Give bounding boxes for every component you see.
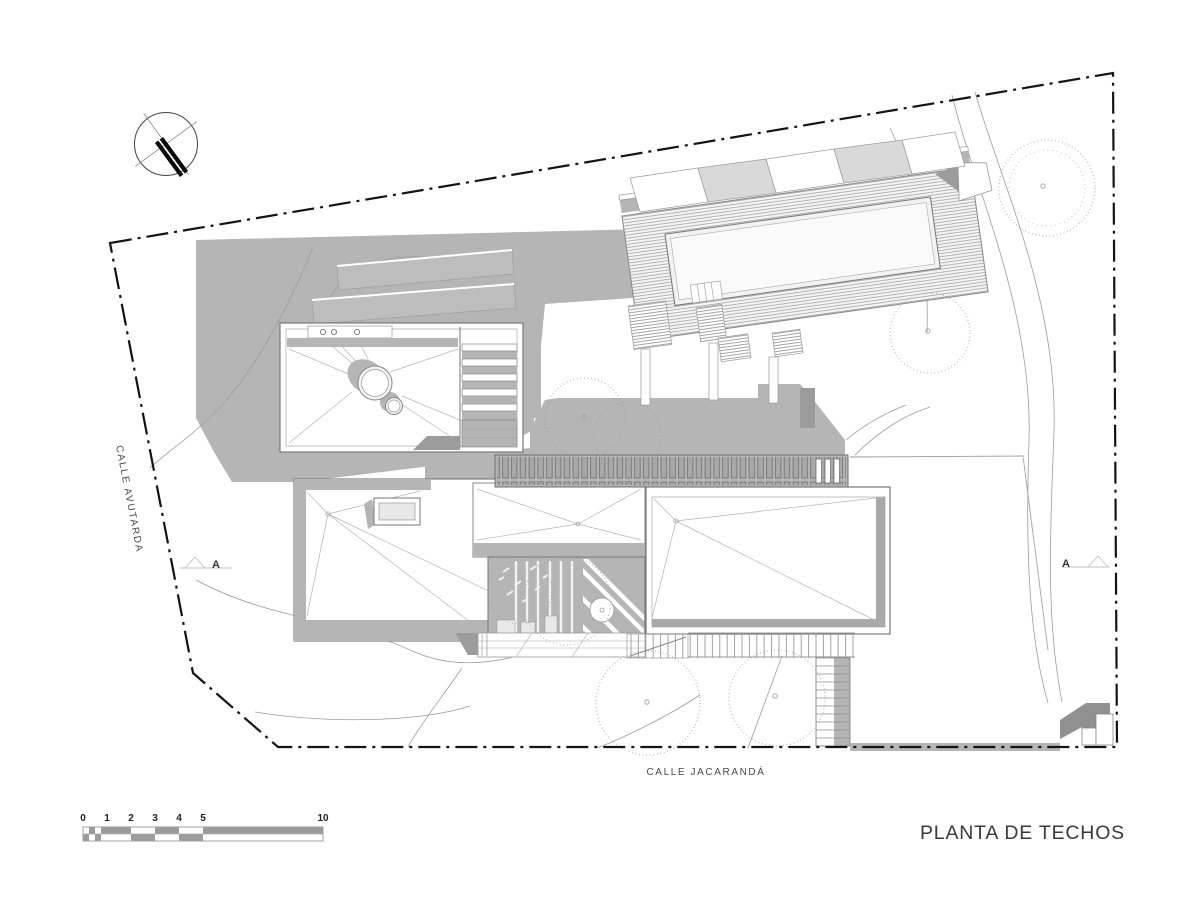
section-triangle-icon — [1086, 555, 1110, 568]
trees — [487, 139, 1096, 756]
railing-fence — [688, 633, 855, 658]
terrace-prow — [957, 162, 993, 202]
terrace-stairs — [627, 300, 804, 406]
scale-label: 0 — [80, 813, 86, 824]
terraced-roof-planes — [311, 249, 517, 325]
section-letter-right: A — [1062, 558, 1070, 570]
stair-wall — [768, 356, 779, 404]
tree — [593, 401, 663, 471]
wall-strip — [527, 318, 541, 418]
pool-waterline — [670, 202, 936, 301]
entry-stair-mid — [626, 633, 689, 659]
section-letter-left: A — [212, 559, 220, 571]
scale-label: 4 — [176, 813, 182, 824]
east-patio — [849, 455, 1049, 651]
tree — [998, 139, 1096, 237]
middle-roof — [472, 482, 646, 558]
hillside-mid — [530, 384, 845, 457]
section-marker-left: A — [180, 556, 232, 571]
section-triangle-icon — [183, 556, 207, 569]
studio-roof — [279, 322, 524, 453]
pool-steps — [689, 280, 723, 304]
tree — [544, 377, 626, 459]
street-label-left: CALLE AVUTARDA — [113, 444, 145, 553]
stair-wall — [708, 342, 719, 401]
tree — [728, 649, 826, 747]
tree — [487, 559, 553, 625]
clerestory-panels — [629, 131, 966, 213]
stair-wall — [640, 348, 651, 406]
tree — [522, 556, 612, 646]
roof-shadow-wedge — [413, 436, 460, 450]
scale-label: 5 — [200, 813, 206, 824]
scale-label: 3 — [152, 813, 158, 824]
pergola — [494, 454, 849, 488]
scale-label: 2 — [128, 813, 134, 824]
scale-label: 1 — [104, 813, 110, 824]
walkway-and-stairs — [455, 632, 1114, 751]
plank-walkway — [477, 632, 646, 658]
street-label-bottom: CALLE JACARANDÁ — [646, 765, 765, 778]
scale-bar: 0 1 2 3 4 5 10 — [80, 813, 329, 842]
leaf-marks — [498, 565, 549, 603]
scale-label: 10 — [317, 813, 329, 824]
section-marker-right: A — [1062, 555, 1110, 570]
tree — [595, 650, 701, 756]
skylight-box — [364, 497, 421, 529]
retaining-wall-shadow — [800, 388, 815, 428]
tree — [889, 292, 971, 374]
main-roof-east — [645, 486, 891, 635]
parapet-band — [287, 338, 458, 347]
garden-stair-east — [815, 656, 851, 747]
terrace-prow-shadow — [935, 164, 965, 197]
roof-louvers — [459, 327, 518, 448]
scale-bar-blocks — [82, 826, 324, 842]
street-entry-steps — [1060, 703, 1114, 746]
north-arrow-icon — [134, 112, 198, 178]
garden-table — [589, 597, 615, 623]
property-boundary — [108, 71, 1119, 749]
drawing-title: PLANTA DE TECHOS — [920, 822, 1125, 844]
